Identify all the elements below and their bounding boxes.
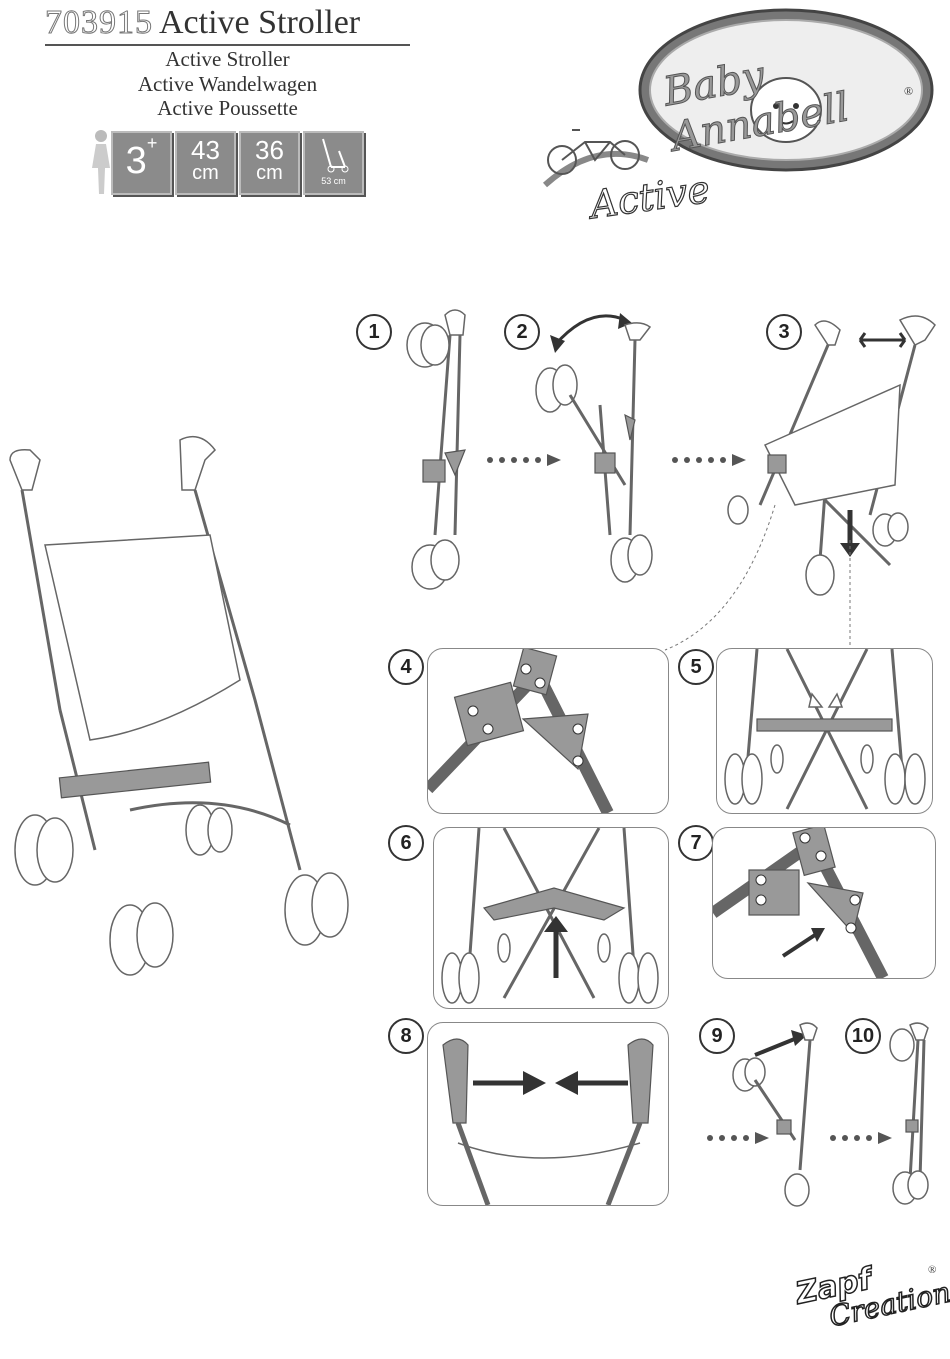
- age-value: 3: [126, 140, 147, 182]
- step-4-hinge-detail: [428, 649, 668, 813]
- age-badge: 3+: [111, 131, 172, 195]
- stroller-icon: [309, 133, 359, 175]
- handle-height-badge: 53 cm: [303, 131, 364, 195]
- manufacturer-logo: Zapf Creation: [793, 1251, 947, 1358]
- dim1-unit: cm: [177, 163, 234, 183]
- dim2-unit: cm: [241, 163, 298, 183]
- step-number-7: 7: [678, 825, 714, 861]
- dim1-value: 43: [177, 137, 234, 163]
- article-number: 703915: [45, 4, 153, 41]
- step-5-footrest-detail: [717, 649, 932, 813]
- product-title: Active Stroller: [159, 4, 360, 41]
- step-2-unfold: [530, 305, 670, 595]
- step-number-6: 6: [388, 825, 424, 861]
- wheel-rear-left: [186, 805, 232, 855]
- subtitle-nl: Active Wandelwagen: [45, 72, 410, 96]
- detail-guide-lines: [660, 500, 860, 660]
- handle-height-label: 53 cm: [305, 176, 362, 186]
- step-10-folded: [880, 1020, 940, 1210]
- step-6-footrest-lock: [434, 828, 668, 1008]
- brand-logo: Baby Annabell ®: [636, 6, 936, 174]
- stroller-illustration: [0, 430, 360, 990]
- dimension-badge-1: 43 cm: [175, 131, 236, 195]
- manufacturer-registered: ®: [928, 1264, 936, 1276]
- logo-registered: ®: [904, 84, 913, 99]
- subtitle-fr: Active Poussette: [45, 96, 410, 120]
- age-suffix: +: [147, 133, 158, 153]
- step-number-10: 10: [845, 1018, 881, 1054]
- dim2-value: 36: [241, 137, 298, 163]
- step-9-fold: [725, 1020, 825, 1210]
- panel-step-6: [433, 827, 669, 1009]
- wheel-front-left: [15, 815, 73, 885]
- panel-step-8: [427, 1022, 669, 1206]
- step-1-folded-stroller: [395, 305, 495, 595]
- wheel-front-right: [110, 903, 173, 975]
- panel-step-4: [427, 648, 669, 814]
- step-number-1: 1: [356, 314, 392, 350]
- dimension-badge-2: 36 cm: [239, 131, 300, 195]
- step-number-4: 4: [388, 649, 424, 685]
- step-8-push-handles: [428, 1023, 668, 1205]
- panel-step-7: [712, 827, 936, 979]
- panel-step-5: [716, 648, 933, 814]
- step-7-hinge-press: [713, 828, 935, 978]
- wheel-rear-right: [285, 873, 348, 945]
- step-number-8: 8: [388, 1018, 424, 1054]
- subtitle-en: Active Stroller: [45, 47, 410, 71]
- arrow-step-8-to-9: [705, 1130, 773, 1146]
